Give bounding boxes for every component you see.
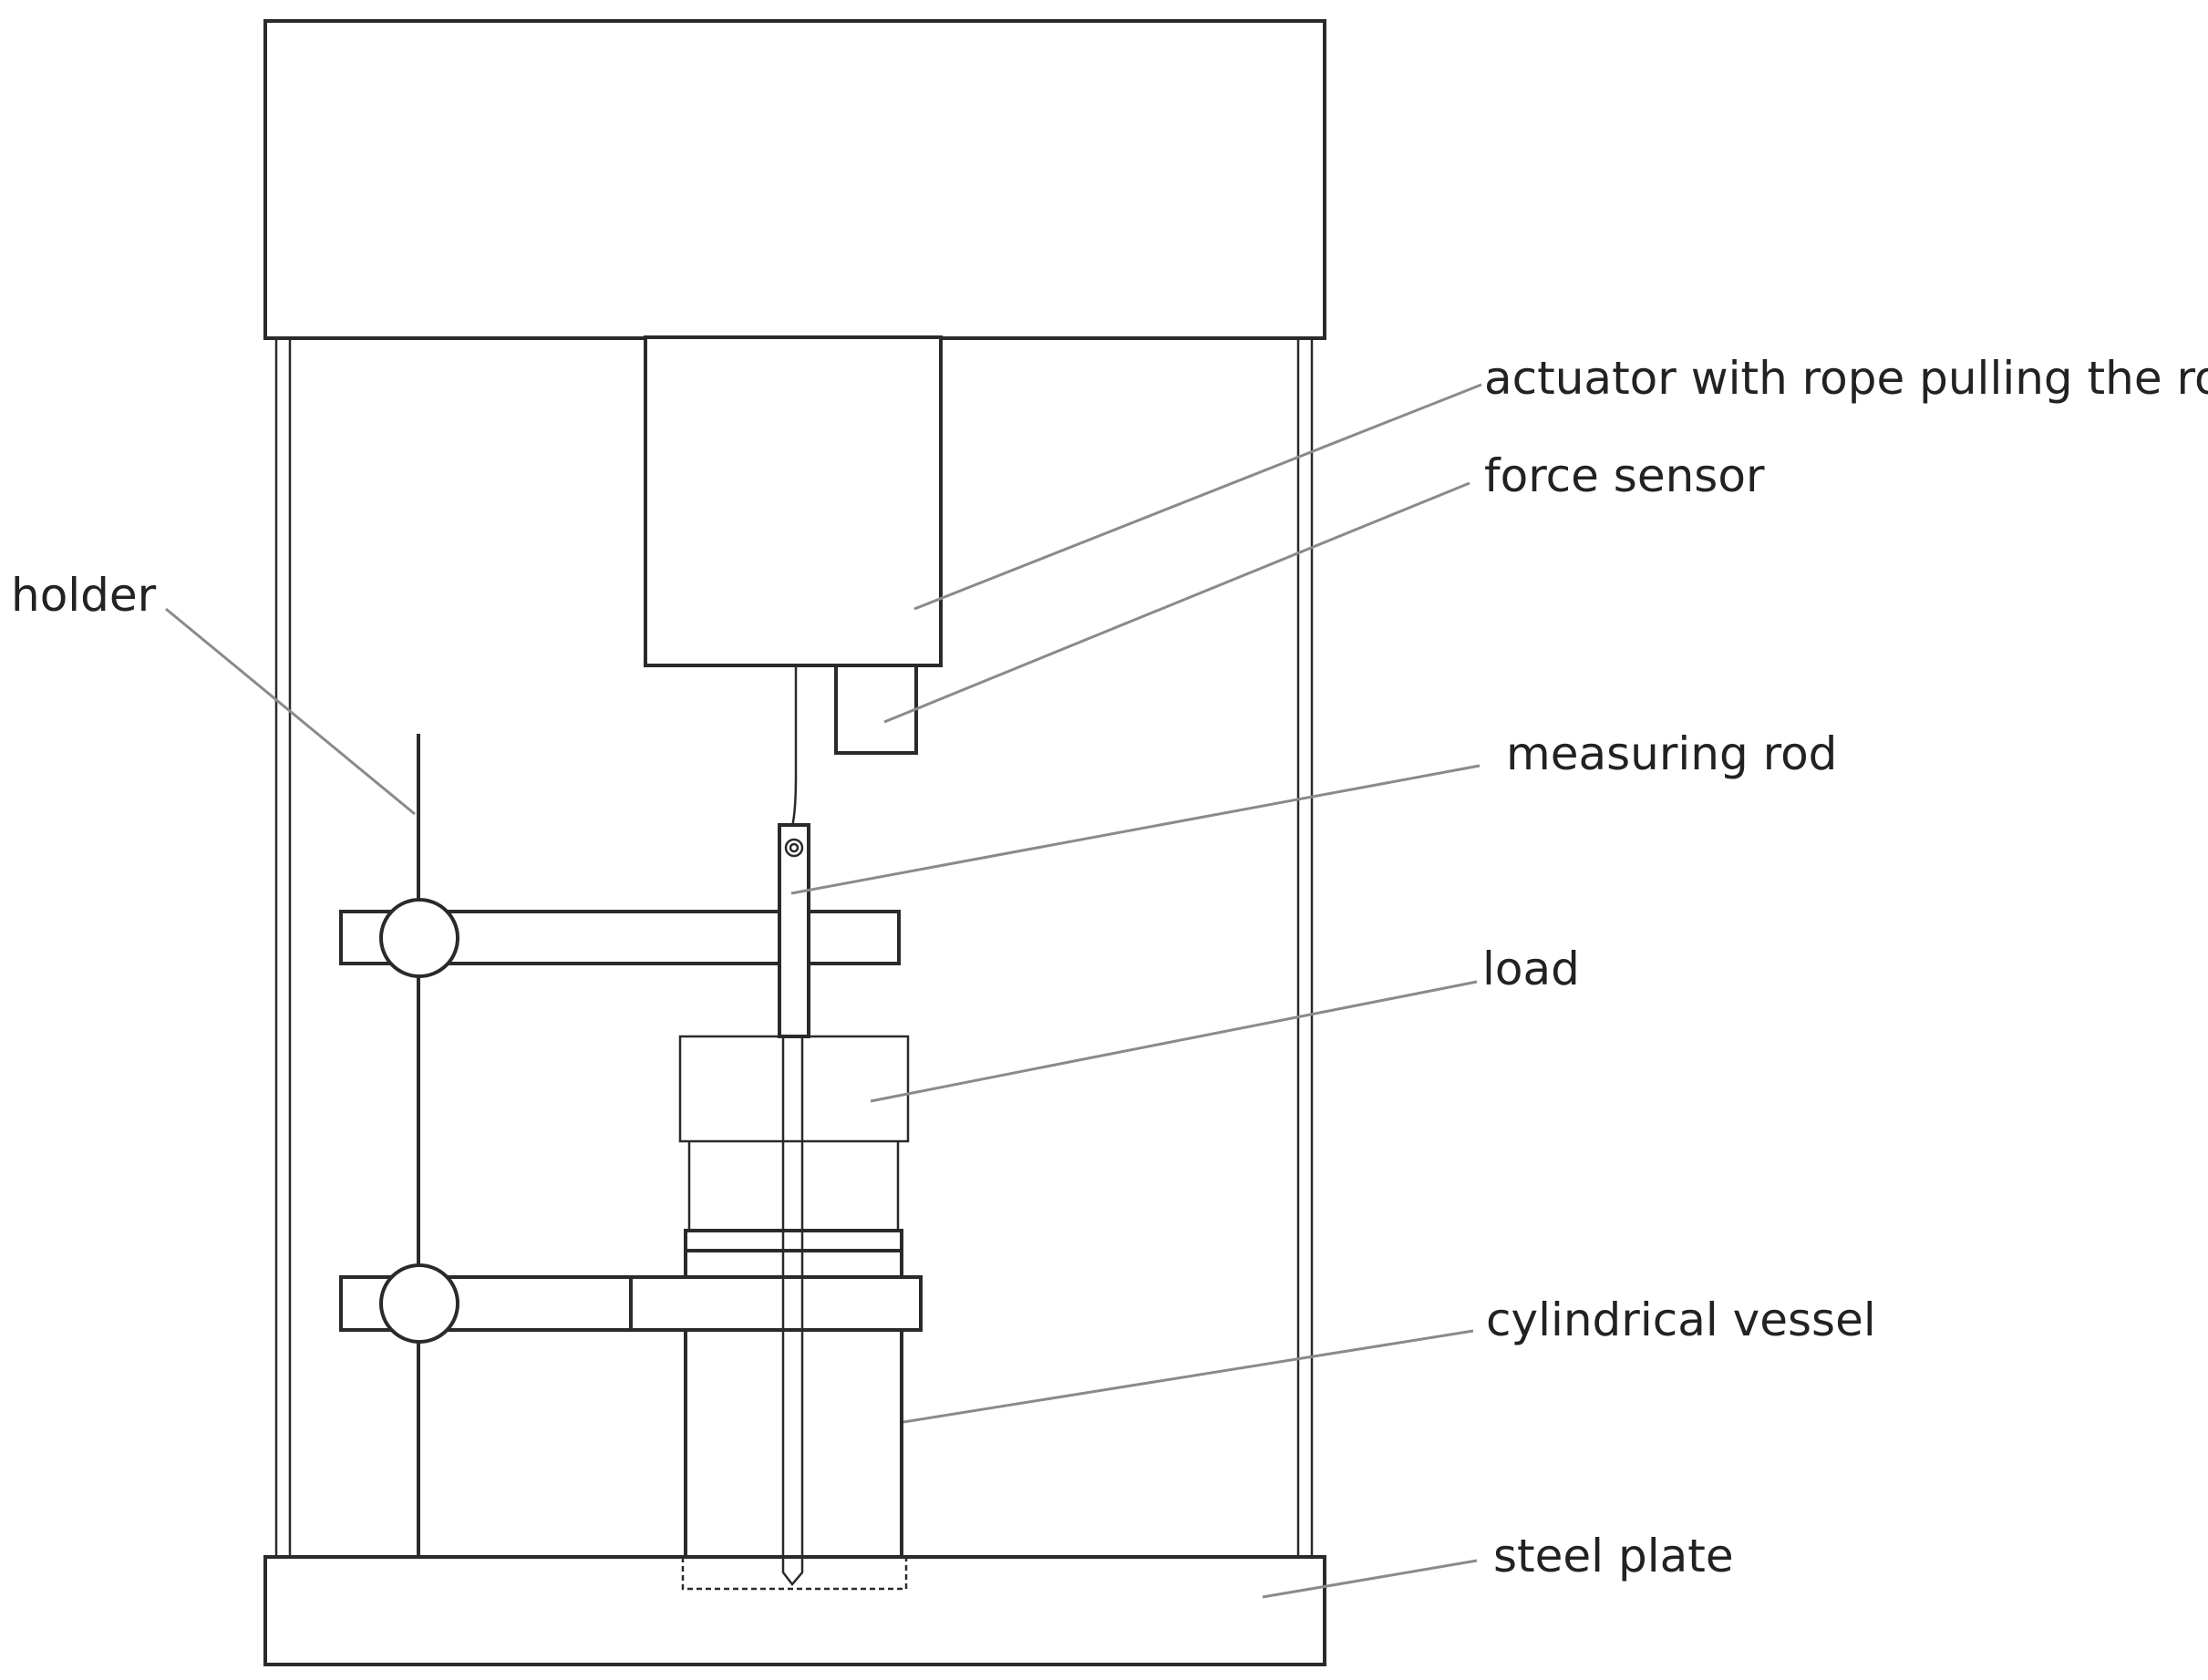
label-actuator: actuator with rope pulling the rod [1484,352,2208,405]
left-column [274,338,292,1557]
leader-force-sensor [883,481,1470,724]
leader-cylindrical-vessel [903,1329,1474,1424]
lower-clamp-knob [379,1263,459,1344]
label-force-sensor: force sensor [1484,449,1765,502]
actuator-box [644,335,943,667]
leader-steel-plate [1262,1559,1478,1599]
load-block [678,1035,910,1143]
label-measuring-rod: measuring rod [1506,727,1837,780]
top-frame-housing [263,19,1326,340]
upper-clamp-knob [379,898,459,978]
leader-actuator [913,383,1482,611]
right-column [1296,338,1314,1557]
leader-load [870,980,1478,1103]
cylindrical-vessel [681,1229,908,1591]
label-holder: holder [11,569,157,622]
label-cylindrical-vessel: cylindrical vessel [1486,1293,1876,1346]
steel-plate [263,1555,1326,1666]
rope [789,665,798,830]
force-sensor [834,664,918,755]
leader-measuring-rod [790,764,1481,895]
vessel-neck [687,1141,900,1231]
label-steel-plate: steel plate [1493,1530,1734,1582]
measuring-rod [778,823,810,1586]
leader-holder [165,607,416,816]
label-load: load [1482,943,1580,995]
